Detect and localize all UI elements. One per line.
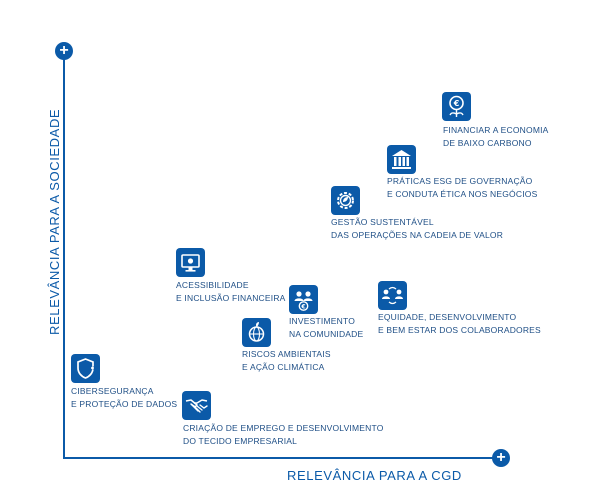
topic-label-line2: E PROTEÇÃO DE DADOS	[71, 399, 178, 409]
topic-label-line2: E BEM ESTAR DOS COLABORADORES	[378, 325, 541, 335]
y-axis-plus-icon: +	[55, 42, 73, 60]
globe-leaf-icon	[242, 318, 271, 347]
svg-text:€: €	[453, 99, 460, 108]
topic-label-line1: CIBERSEGURANÇA	[71, 386, 154, 396]
bank-building-icon	[387, 145, 416, 174]
y-axis-label: RELEVÂNCIA PARA A SOCIEDADE	[47, 108, 62, 335]
topic-label-line1: RISCOS AMBIENTAIS	[242, 349, 331, 359]
x-axis-label: RELEVÂNCIA PARA A CGD	[287, 468, 462, 483]
topic-label-line2: DO TECIDO EMPRESARIAL	[183, 436, 298, 446]
shield-icon	[71, 354, 100, 383]
topic-label-line2: E INCLUSÃO FINANCEIRA	[176, 293, 286, 303]
topic-label-line1: EQUIDADE, DESENVOLVIMENTO	[378, 312, 517, 322]
x-axis-plus-icon: +	[492, 449, 510, 467]
topic-label-line2: NA COMUNIDADE	[289, 329, 364, 339]
topic-label-line1: CRIAÇÃO DE EMPREGO E DESENVOLVIMENTO	[183, 423, 384, 433]
svg-text:€: €	[300, 304, 305, 311]
monitor-icon	[176, 248, 205, 277]
y-axis-line	[63, 54, 65, 459]
topic-label-line2: E AÇÃO CLIMÁTICA	[242, 362, 325, 372]
x-axis-line	[63, 457, 498, 459]
topic-label-line1: FINANCIAR A ECONOMIA	[443, 125, 549, 135]
topic-label-line1: GESTÃO SUSTENTÁVEL	[331, 217, 434, 227]
topic-label-line1: PRÁTICAS ESG DE GOVERNAÇÃO	[387, 176, 533, 186]
topic-label-line2: DAS OPERAÇÕES NA CADEIA DE VALOR	[331, 230, 504, 240]
handshake-icon	[182, 391, 211, 420]
people-euro-icon: €	[289, 285, 318, 314]
gear-leaf-icon	[331, 186, 360, 215]
topic-label-line2: DE BAIXO CARBONO	[443, 138, 532, 148]
topic-label-line1: INVESTIMENTO	[289, 316, 356, 326]
people-arrows-icon	[378, 281, 407, 310]
topic-label-line1: ACESSIBILIDADE	[176, 280, 249, 290]
topic-label-line2: E CONDUTA ÉTICA NOS NEGÓCIOS	[387, 189, 538, 199]
euro-flower-icon: €	[442, 92, 471, 121]
